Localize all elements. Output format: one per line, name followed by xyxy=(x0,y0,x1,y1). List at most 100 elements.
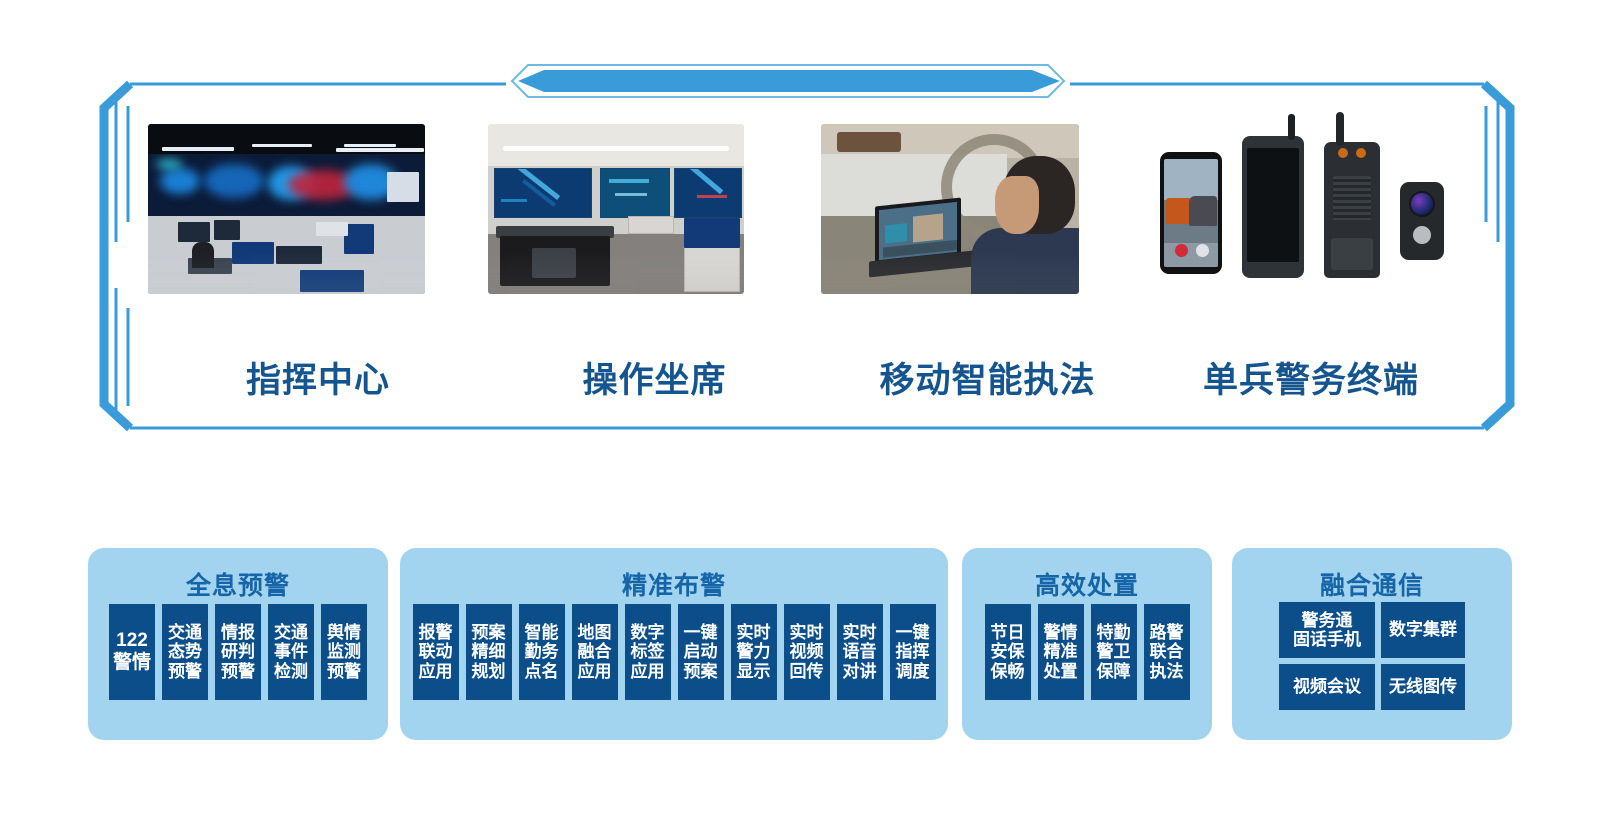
photo-cell-3 xyxy=(821,124,1154,294)
chip-line: 固话手机 xyxy=(1293,630,1361,649)
smartphone-video-call xyxy=(1160,152,1222,274)
chip-1-4[interactable]: 交通事件检测 xyxy=(268,604,314,700)
chip-3-4[interactable]: 路警联合执法 xyxy=(1143,604,1190,700)
chip-line: 保障 xyxy=(1096,661,1131,681)
police-terminal-devices-photo xyxy=(1154,112,1454,302)
chip-line: 视频会议 xyxy=(1293,677,1361,697)
caption-mobile-enforcement: 移动智能执法 xyxy=(879,361,1096,400)
chip-line: 点名 xyxy=(524,661,559,681)
chip-1-2[interactable]: 交通态势预警 xyxy=(162,604,208,700)
chip-line: 精准 xyxy=(1043,642,1078,662)
photo-cell-2 xyxy=(488,124,821,294)
chip-2-9[interactable]: 实时语音对讲 xyxy=(836,604,883,700)
command-center-photo xyxy=(148,124,425,294)
chip-line: 预警 xyxy=(327,661,361,681)
card-title-3: 高效处置 xyxy=(1034,572,1139,600)
chip-1-3[interactable]: 情报研判预警 xyxy=(215,604,261,700)
chip-line: 路警 xyxy=(1149,622,1184,642)
chip-line: 显示 xyxy=(736,661,771,681)
chip-line: 数字集群 xyxy=(1389,620,1457,640)
chip-line: 实时 xyxy=(736,622,771,642)
chip-line: 警卫 xyxy=(1096,642,1131,662)
chip-line: 预警 xyxy=(168,661,202,681)
chip-2-4[interactable]: 地图融合应用 xyxy=(571,604,618,700)
chip-line: 警情 xyxy=(1043,622,1078,642)
card-efficient-handling[interactable]: 高效处置 节日安保保畅警情精准处置特勤警卫保障路警联合执法 xyxy=(962,548,1212,740)
chip-line: 地图 xyxy=(577,622,612,642)
chip-line: 预案 xyxy=(471,622,506,642)
caption-police-terminal: 单兵警务终端 xyxy=(1202,361,1419,400)
chip-line: 应用 xyxy=(577,661,612,681)
chip-line: 回传 xyxy=(789,661,824,681)
chip-3-2[interactable]: 警情精准处置 xyxy=(1037,604,1084,700)
chip-line: 警情 xyxy=(112,652,151,673)
chip-line: 交通 xyxy=(168,622,202,642)
card-title-4: 融合通信 xyxy=(1319,572,1424,600)
chip-2-7[interactable]: 实时警力显示 xyxy=(730,604,777,700)
chip-line: 报警 xyxy=(418,622,453,642)
chip-line: 联合 xyxy=(1149,642,1184,662)
chip-line: 预警 xyxy=(221,661,255,681)
chip-line: 执法 xyxy=(1149,661,1184,681)
chip-line: 精细 xyxy=(471,642,506,662)
chip-2-6[interactable]: 一键启动预案 xyxy=(677,604,724,700)
chip-2-1[interactable]: 报警联动应用 xyxy=(412,604,459,700)
chip-line: 节日 xyxy=(990,622,1025,642)
top-framed-panel: 指挥中心 操作坐席 移动智能执法 单兵警务终端 xyxy=(88,62,1526,450)
card-converged-communication[interactable]: 融合通信 警务通固话手机视频会议数字集群无线图传 xyxy=(1232,548,1512,740)
chip-line: 应用 xyxy=(418,661,453,681)
chip-list-2: 报警联动应用预案精细规划智能勤务点名地图融合应用数字标签应用一键启动预案实时警力… xyxy=(400,604,948,700)
chip-line: 语音 xyxy=(842,642,877,662)
chip-line: 指挥 xyxy=(895,642,930,662)
chip-line: 特勤 xyxy=(1096,622,1131,642)
chip-line: 启动 xyxy=(683,642,718,662)
chip-1-5[interactable]: 舆情监测预警 xyxy=(321,604,367,700)
chip-line: 舆情 xyxy=(327,622,361,642)
operator-seats-photo xyxy=(488,124,744,294)
chip-line: 安保 xyxy=(990,642,1025,662)
chip-line: 标签 xyxy=(630,642,665,662)
chip-list-3: 节日安保保畅警情精准处置特勤警卫保障路警联合执法 xyxy=(962,604,1212,700)
chip-line: 数字 xyxy=(630,622,665,642)
chip-3-1[interactable]: 节日安保保畅 xyxy=(984,604,1031,700)
chip-line: 处置 xyxy=(1043,661,1078,681)
caption-row: 指挥中心 操作坐席 移动智能执法 单兵警务终端 xyxy=(148,354,1468,414)
chip-line: 一键 xyxy=(895,622,930,642)
chip-line: 应用 xyxy=(630,661,665,681)
chip-4-2-1[interactable]: 视频会议 xyxy=(1279,664,1375,710)
chip-3-3[interactable]: 特勤警卫保障 xyxy=(1090,604,1137,700)
chip-line: 智能 xyxy=(524,622,559,642)
chip-line: 警务通 xyxy=(1301,610,1353,630)
chip-line: 情报 xyxy=(221,622,255,642)
chip-line: 保畅 xyxy=(990,661,1025,681)
caption-command-center: 指挥中心 xyxy=(245,361,390,400)
chip-line: 无线图传 xyxy=(1389,677,1457,697)
chip-grid-column-2: 数字集群无线图传 xyxy=(1381,602,1465,710)
chip-grid-column-1: 警务通固话手机视频会议 xyxy=(1279,602,1375,710)
chip-line: 检测 xyxy=(274,661,308,681)
card-precise-deployment[interactable]: 精准布警 报警联动应用预案精细规划智能勤务点名地图融合应用数字标签应用一键启动预… xyxy=(400,548,948,740)
chip-line: 视频 xyxy=(789,642,824,662)
chip-line: 态势 xyxy=(168,642,202,662)
chip-line: 预案 xyxy=(683,661,718,681)
chip-line: 勤务 xyxy=(524,642,559,662)
chip-line: 联动 xyxy=(418,642,453,662)
chip-line: 研判 xyxy=(221,642,255,662)
chip-line: 警力 xyxy=(736,642,771,662)
chip-4-1-2[interactable]: 数字集群 xyxy=(1381,602,1465,658)
decorative-frame xyxy=(99,80,1515,432)
chip-2-10[interactable]: 一键指挥调度 xyxy=(889,604,936,700)
mobile-enforcement-photo xyxy=(821,124,1079,294)
chip-2-8[interactable]: 实时视频回传 xyxy=(783,604,830,700)
chip-4-1-1[interactable]: 警务通固话手机 xyxy=(1279,602,1375,658)
caption-operator-seats: 操作坐席 xyxy=(582,361,727,400)
chip-line: 实时 xyxy=(842,622,877,642)
chip-2-5[interactable]: 数字标签应用 xyxy=(624,604,671,700)
chip-line: 实时 xyxy=(789,622,824,642)
chip-2-2[interactable]: 预案精细规划 xyxy=(465,604,512,700)
chip-line: 一键 xyxy=(683,622,718,642)
chip-4-2-2[interactable]: 无线图传 xyxy=(1381,664,1465,710)
chip-2-3[interactable]: 智能勤务点名 xyxy=(518,604,565,700)
